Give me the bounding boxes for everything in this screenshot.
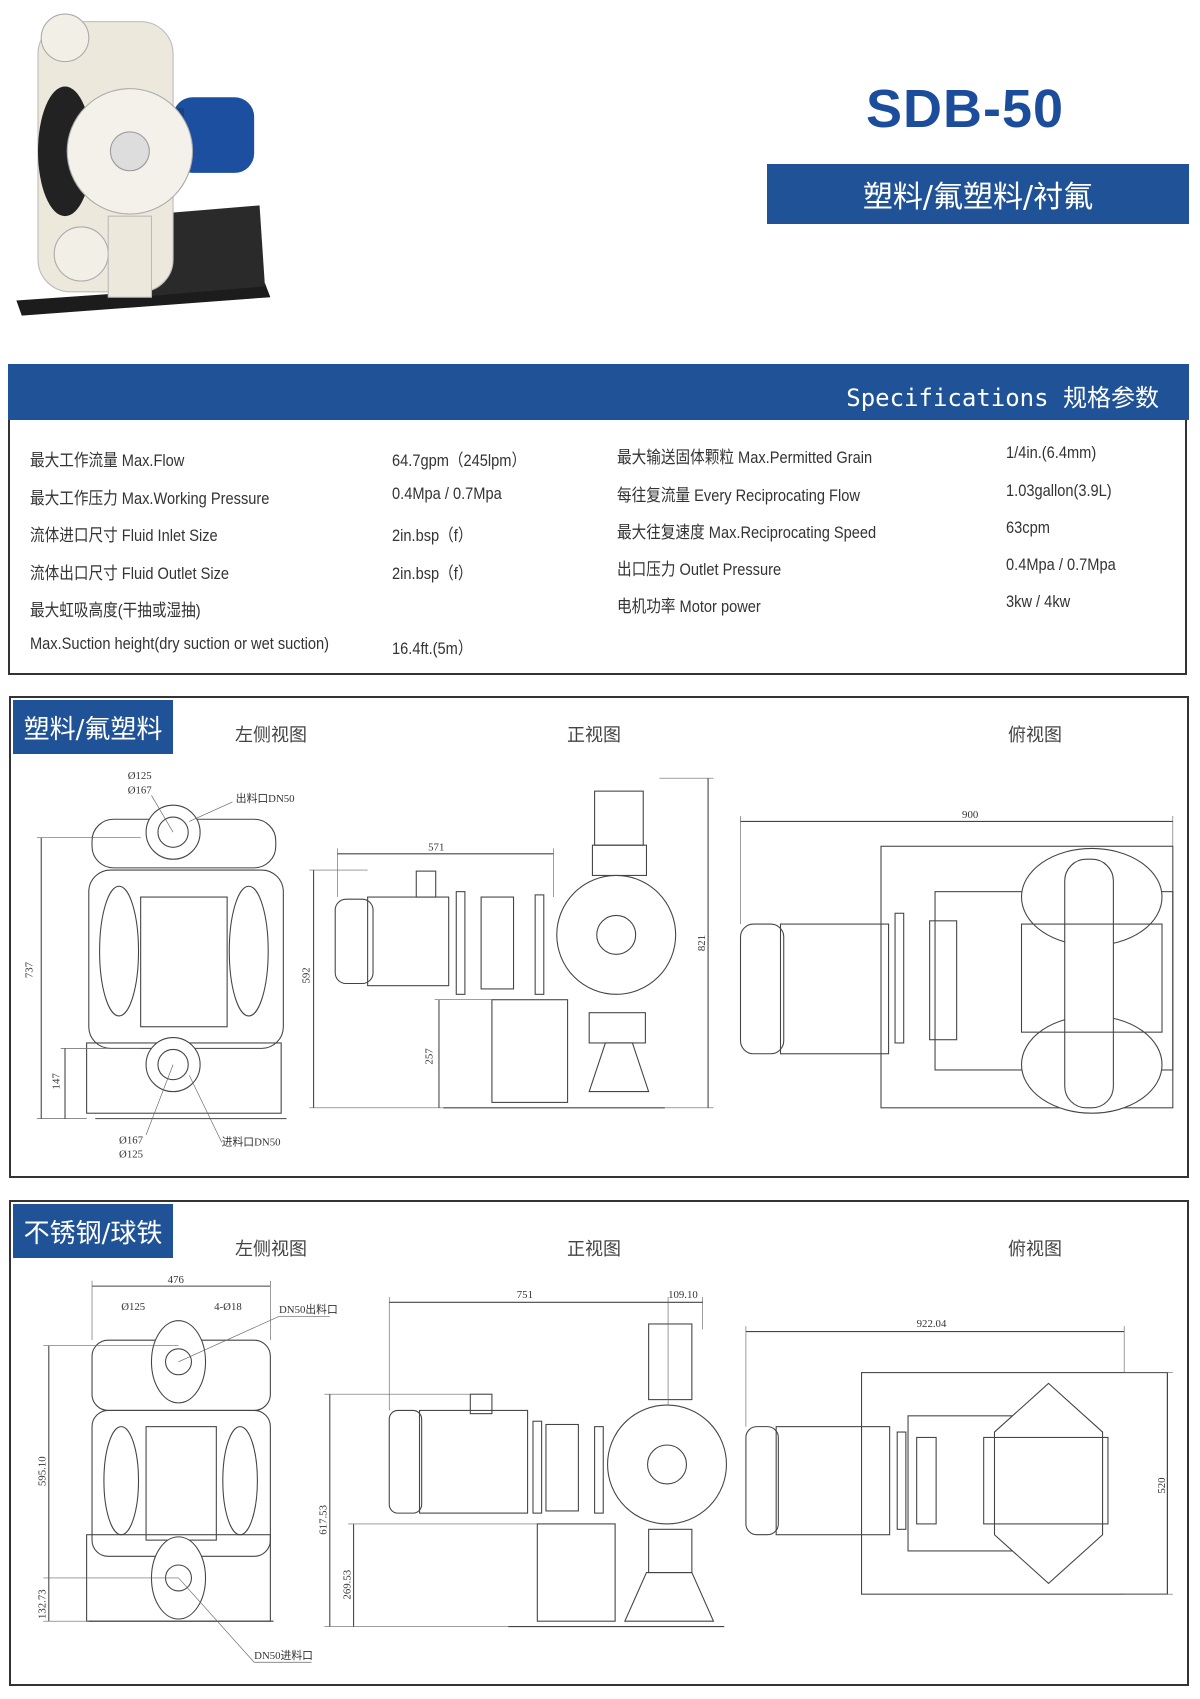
spec-value: 64.7gpm（245lpm） (392, 451, 527, 470)
spec-value: 1/4in.(6.4mm) (1006, 443, 1097, 462)
spec-label: 电机功率 Motor power (617, 597, 761, 616)
spec-label: 最大虹吸高度(干抽或湿抽) (30, 601, 201, 620)
spec-value: 0.4Mpa / 0.7Mpa (392, 484, 502, 503)
specifications-table (8, 420, 1187, 675)
spec-label: 每往复流量 Every Reciprocating Flow (617, 486, 860, 505)
spec-value: 2in.bsp（f） (392, 564, 473, 583)
spec-value: 63cpm (1006, 518, 1050, 537)
spec-label: Max.Suction height(dry suction or wet su… (30, 634, 330, 653)
left-view-label: 左侧视图 (235, 725, 307, 746)
spec-value: 16.4ft.(5m） (392, 639, 473, 658)
front-view-label: 正视图 (567, 1239, 621, 1260)
specifications-title: Specifications 规格参数 (846, 384, 1159, 412)
spec-label: 最大输送固体颗粒 Max.Permitted Grain (617, 448, 873, 467)
steel-drawings-section: 不锈钢/球铁 左侧视图 正视图 俯视图 (9, 1200, 1189, 1686)
left-view-label: 左侧视图 (235, 1239, 307, 1260)
front-view-label: 正视图 (567, 725, 621, 746)
section-tag: 塑料/氟塑料 (13, 700, 173, 754)
top-view-label: 俯视图 (1008, 1239, 1062, 1260)
spec-value: 1.03gallon(3.9L) (1006, 481, 1112, 500)
spec-value: 0.4Mpa / 0.7Mpa (1006, 555, 1116, 574)
spec-label: 最大往复速度 Max.Reciprocating Speed (617, 523, 877, 542)
spec-label: 出口压力 Outlet Pressure (617, 560, 782, 579)
spec-value: 3kw / 4kw (1006, 592, 1071, 611)
materials-banner: 塑料/氟塑料/衬氟 (767, 164, 1189, 224)
model-title: SDB-50 (865, 79, 1065, 139)
spec-label: 流体出口尺寸 Fluid Outlet Size (30, 564, 230, 583)
spec-label: 最大工作流量 Max.Flow (30, 451, 185, 470)
spec-label: 最大工作压力 Max.Working Pressure (30, 489, 270, 508)
section-tag: 不锈钢/球铁 (13, 1204, 173, 1258)
spec-label: 流体进口尺寸 Fluid Inlet Size (30, 526, 218, 545)
plastic-drawings-section: 塑料/氟塑料 左侧视图 正视图 俯视图 (9, 696, 1189, 1178)
specifications-header: Specifications 规格参数 (8, 364, 1189, 420)
spec-value: 2in.bsp（f） (392, 526, 473, 545)
pump-product-image (16, 13, 271, 316)
top-view-label: 俯视图 (1008, 725, 1062, 746)
